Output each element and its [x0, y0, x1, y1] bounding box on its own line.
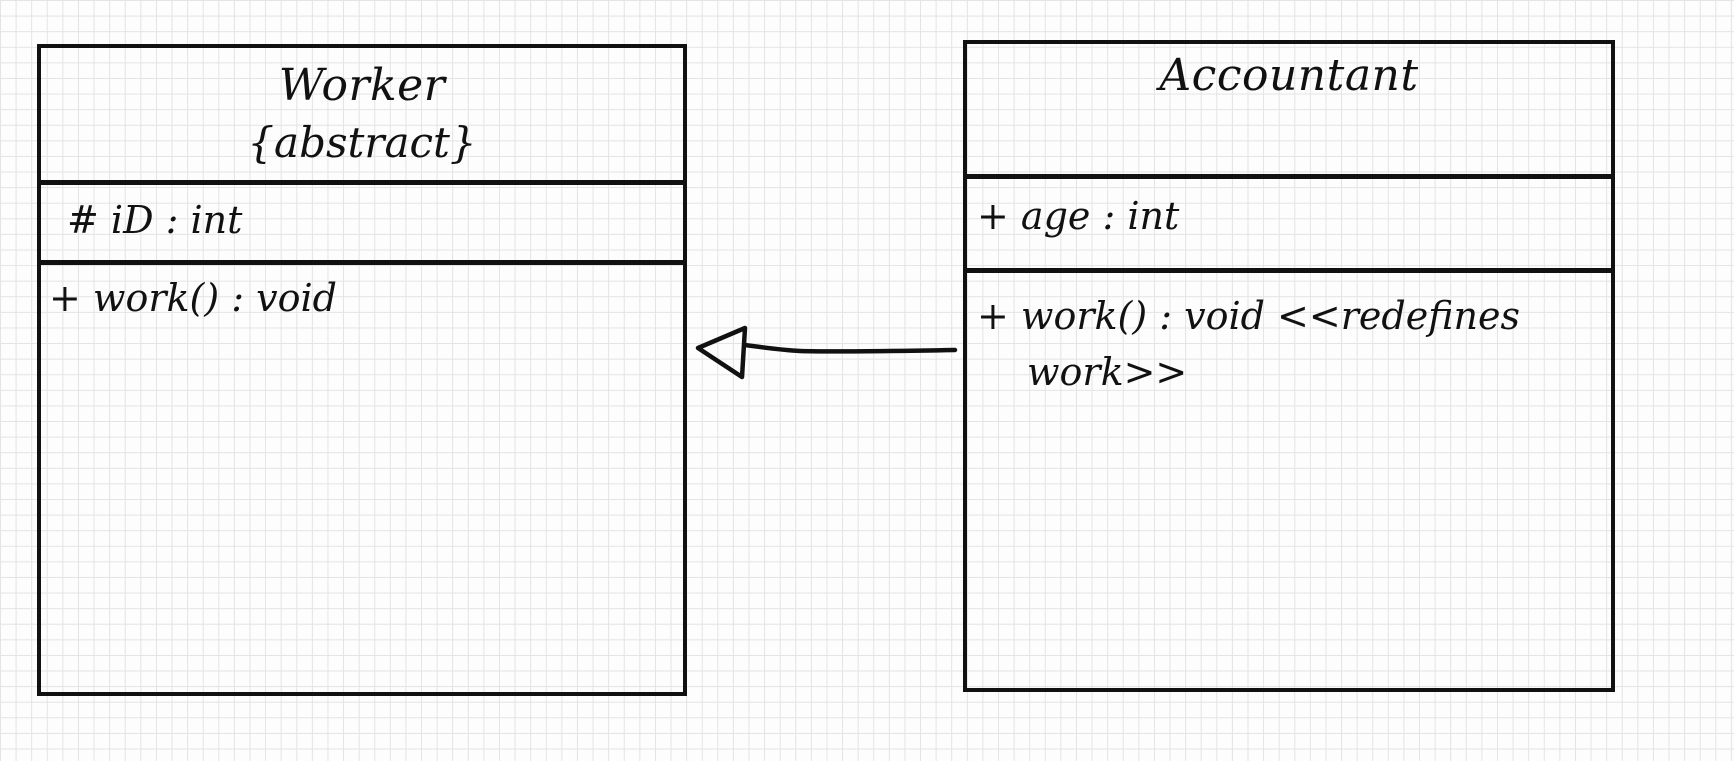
- generalization-arrowhead: [695, 325, 748, 380]
- accountant-class-name: Accountant: [1159, 50, 1419, 101]
- worker-attribute: # iD : int: [67, 198, 243, 242]
- accountant-attribute-divider: [963, 268, 1615, 273]
- worker-class: Worker {abstract} # iD : int + work() : …: [37, 44, 687, 696]
- worker-abstract-modifier: {abstract}: [247, 118, 477, 167]
- accountant-operation-line2: work>>: [1027, 350, 1188, 394]
- accountant-name-divider: [963, 174, 1615, 179]
- worker-attribute-divider: [37, 260, 687, 265]
- worker-class-name: Worker: [278, 60, 446, 111]
- worker-operation: + work() : void: [49, 276, 337, 320]
- accountant-operation-line1: + work() : void <<redefines: [977, 294, 1520, 338]
- generalization-line: [742, 342, 958, 354]
- accountant-attribute: + age : int: [977, 194, 1180, 238]
- accountant-class: Accountant + age : int + work() : void <…: [963, 40, 1615, 692]
- worker-name-divider: [37, 180, 687, 185]
